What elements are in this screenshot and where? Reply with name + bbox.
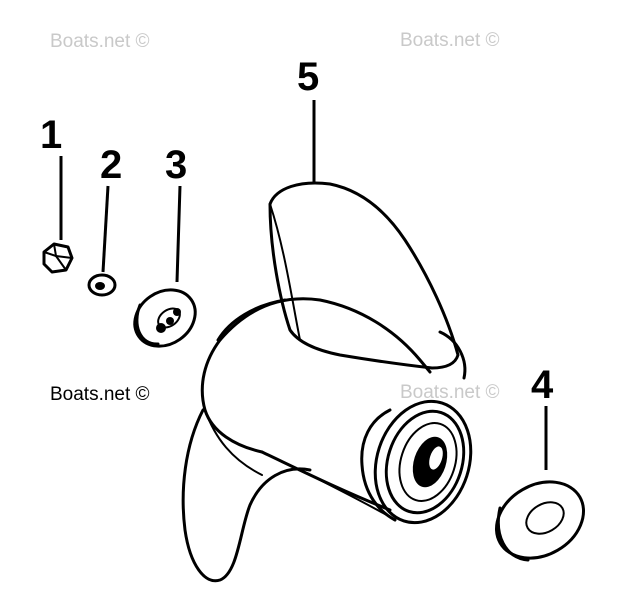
callout-5: 5 — [297, 55, 319, 99]
leader-line-3 — [175, 185, 182, 283]
washer-part — [87, 273, 117, 297]
callout-2: 2 — [100, 143, 122, 187]
watermark-mid-left: Boats.net © — [50, 384, 150, 405]
hex-nut-part — [42, 242, 74, 274]
callout-1: 1 — [40, 113, 62, 157]
watermark-top-left: Boats.net © — [50, 31, 150, 52]
spacer-part — [133, 288, 197, 348]
thrust-washer-part — [494, 480, 586, 562]
watermark-top-right: Boats.net © — [400, 30, 500, 51]
propeller-part — [181, 181, 473, 583]
watermark-mid-right: Boats.net © — [400, 382, 500, 403]
leader-line-2 — [101, 185, 110, 273]
callout-3: 3 — [165, 143, 187, 187]
callout-4: 4 — [531, 363, 554, 407]
